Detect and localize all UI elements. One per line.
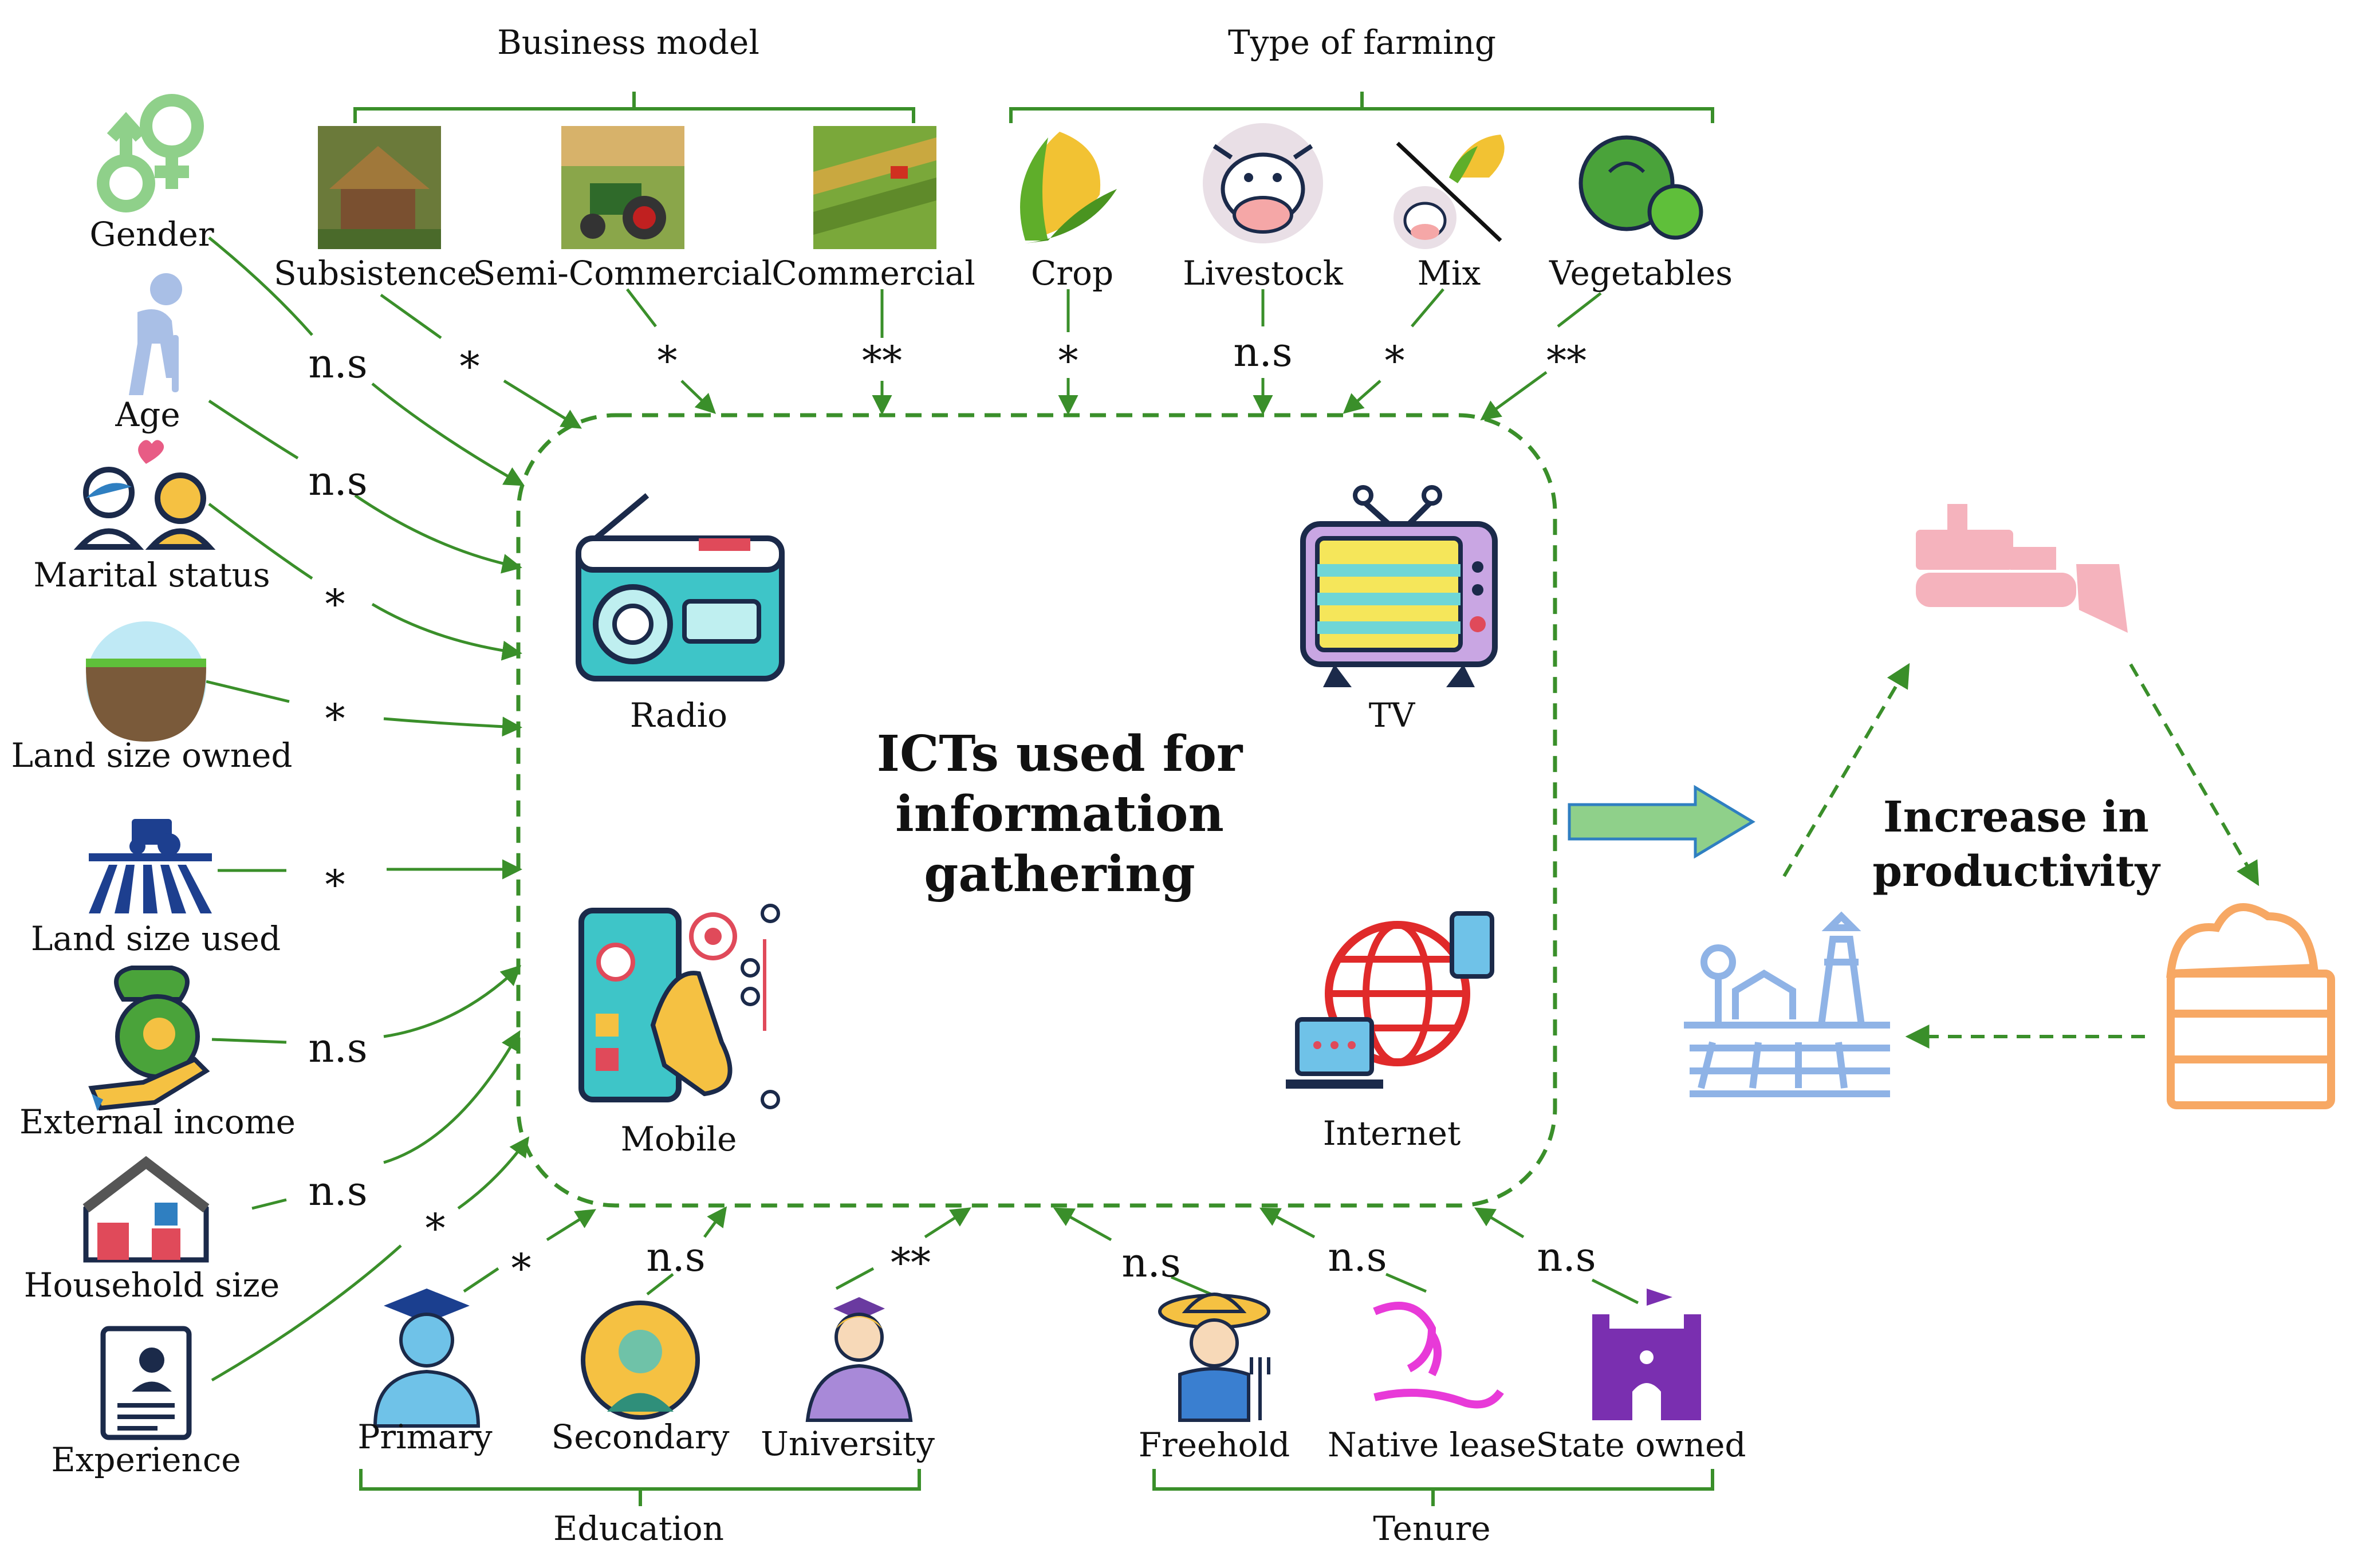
semi-commercial-label: Semi-Commercial <box>473 254 773 293</box>
land-size-used-label: Land size used <box>30 919 281 958</box>
tv-icon <box>1300 485 1498 687</box>
commercial-label: Commercial <box>771 254 975 293</box>
vegetables-sig: ** <box>1546 337 1587 384</box>
internet-label: Internet <box>1322 1114 1461 1153</box>
primary-sig: * <box>511 1245 532 1292</box>
outcome-block-arrow <box>1568 785 1755 859</box>
native-lease-label: Native lease <box>1327 1425 1537 1464</box>
external-income-sig: n.s <box>308 1025 368 1071</box>
gender-sig: n.s <box>308 340 368 387</box>
subsistence-label: Subsistence <box>273 254 477 293</box>
university-icon <box>805 1297 913 1422</box>
business-model-label: Business model <box>497 23 759 62</box>
university-sig: ** <box>891 1239 931 1286</box>
type-of-farming-bracket <box>1009 92 1714 123</box>
vegetables-icon <box>1578 135 1703 240</box>
mix-sig: * <box>1384 337 1405 384</box>
land-used-icon <box>89 819 212 913</box>
ict-box <box>516 413 1557 1208</box>
marital-status-icon <box>73 440 216 550</box>
household-icon <box>82 1156 210 1263</box>
gender-label: Gender <box>89 215 214 254</box>
land-size-owned-label: Land size owned <box>11 736 293 775</box>
state-owned-sig: n.s <box>1537 1234 1596 1281</box>
marital-status-label: Marital status <box>33 556 270 594</box>
productivity-title: Increase in productivity <box>1872 793 2160 896</box>
commercial-image <box>813 126 936 249</box>
crop-icon <box>1020 132 1117 243</box>
external-income-label: External income <box>19 1102 296 1141</box>
radio-icon <box>576 493 785 681</box>
livestock-sig: n.s <box>1233 329 1293 376</box>
farm-icon <box>1684 911 1890 1097</box>
household-size-sig: n.s <box>308 1168 368 1215</box>
tenure-label: Tenure <box>1373 1509 1491 1548</box>
state-owned-label: State owned <box>1536 1425 1746 1464</box>
education-label: Education <box>553 1509 725 1548</box>
external-income-icon <box>88 966 210 1111</box>
type-of-farming-label: Type of farming <box>1228 23 1496 62</box>
left-arrows <box>206 237 530 1382</box>
livestock-label: Livestock <box>1183 254 1343 293</box>
tractor-icon <box>1916 504 2128 633</box>
household-size-label: Household size <box>23 1266 280 1305</box>
secondary-icon <box>581 1301 700 1420</box>
livestock-icon <box>1203 123 1323 243</box>
crop-sig: * <box>1058 337 1078 384</box>
freehold-label: Freehold <box>1138 1425 1290 1464</box>
tenure-bracket <box>1152 1469 1714 1506</box>
age-label: Age <box>115 395 180 434</box>
mobile-label: Mobile <box>620 1120 737 1159</box>
bottom-arrows <box>463 1206 1639 1305</box>
mix-label: Mix <box>1417 254 1481 293</box>
vegetables-label: Vegetables <box>1549 254 1733 293</box>
subsistence-image <box>318 126 441 249</box>
land-size-owned-sig: * <box>325 695 345 742</box>
radio-label: Radio <box>629 696 728 735</box>
education-bracket <box>359 1469 921 1506</box>
internet-icon <box>1286 911 1494 1089</box>
primary-label: Primary <box>357 1417 493 1456</box>
business-model-bracket <box>353 92 915 123</box>
crop-label: Crop <box>1030 254 1114 293</box>
semi-commercial-image <box>561 126 684 249</box>
experience-icon <box>100 1326 192 1440</box>
crate-icon <box>2166 903 2335 1109</box>
native-lease-icon <box>1373 1302 1504 1409</box>
age-sig: n.s <box>308 458 368 505</box>
marital-status-sig: * <box>325 581 345 628</box>
university-label: University <box>761 1424 935 1463</box>
experience-sig: * <box>425 1205 446 1252</box>
land-size-used-sig: * <box>325 861 345 908</box>
secondary-label: Secondary <box>551 1417 730 1456</box>
subsistence-sig: * <box>459 343 480 390</box>
state-owned-icon <box>1592 1289 1701 1420</box>
native-lease-sig: n.s <box>1328 1234 1387 1281</box>
freehold-sig: n.s <box>1121 1239 1181 1286</box>
semi-commercial-sig: * <box>657 337 678 384</box>
experience-label: Experience <box>51 1440 241 1479</box>
mobile-icon <box>578 904 780 1109</box>
gender-icon <box>97 94 204 212</box>
land-owned-icon <box>86 621 206 742</box>
commercial-sig: ** <box>862 337 902 384</box>
secondary-sig: n.s <box>646 1234 706 1281</box>
age-icon <box>129 273 182 395</box>
top-arrows <box>380 288 1602 429</box>
cycle-arrows <box>1782 663 2259 1049</box>
freehold-icon <box>1158 1293 1270 1422</box>
ict-title: ICTs used for information gathering <box>876 725 1243 903</box>
mix-icon <box>1393 135 1505 249</box>
primary-icon <box>373 1289 481 1428</box>
tv-label: TV <box>1368 696 1415 735</box>
